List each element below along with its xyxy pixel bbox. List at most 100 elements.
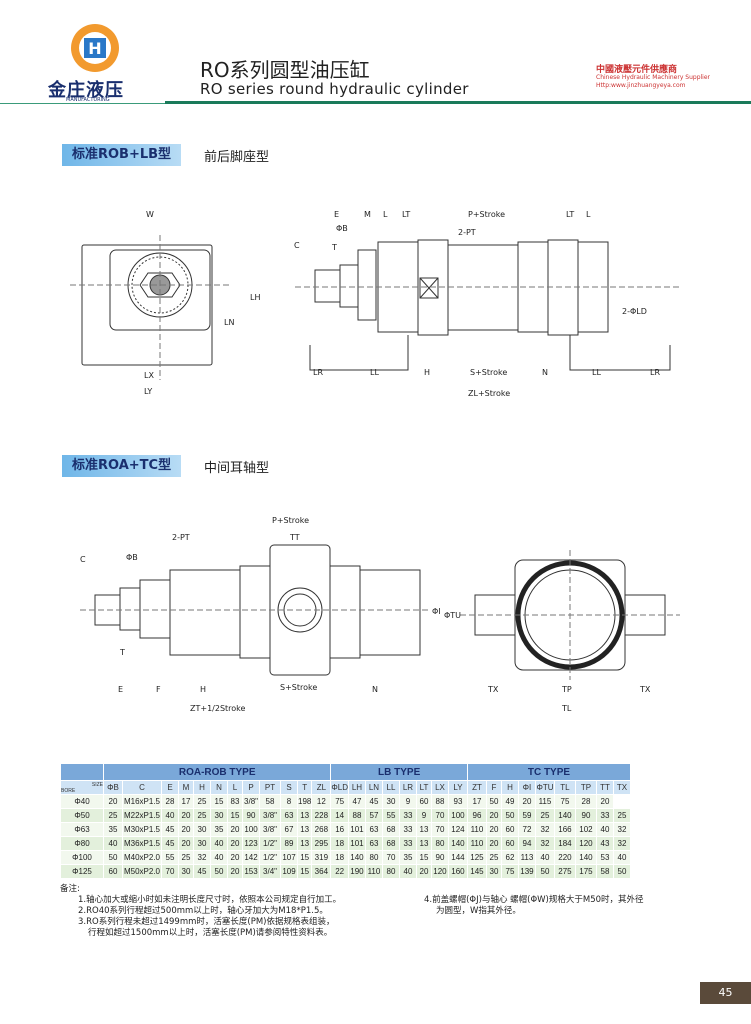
table-cell: 60 <box>500 822 519 837</box>
column-header: H <box>193 780 211 795</box>
table-cell: 113 <box>517 850 536 865</box>
table-cell: 120 <box>574 836 597 851</box>
table-cell: 13 <box>415 836 432 851</box>
table-cell: 16 <box>330 822 349 837</box>
table-cell: 32 <box>534 822 555 837</box>
table-cell: 190 <box>347 864 366 879</box>
table-cell: M22xP1.5 <box>122 808 162 823</box>
dim-label: C <box>294 241 300 250</box>
table-cell: 68 <box>381 836 400 851</box>
dim-label: N <box>542 368 548 377</box>
table-cell: 153 <box>242 864 260 879</box>
column-header: TP <box>574 780 597 795</box>
table-cell: 70 <box>161 864 179 879</box>
table-cell: 17 <box>178 794 194 809</box>
table-cell: 35 <box>210 822 228 837</box>
svg-text:H: H <box>88 39 101 58</box>
dim-label: L <box>586 210 591 219</box>
table-cell: 60 <box>500 836 519 851</box>
corner-size: SIZE <box>91 781 103 788</box>
table-cell: 33 <box>595 808 614 823</box>
table-cell: 60 <box>103 864 123 879</box>
spec-table: ROA-ROB TYPE LB TYPE TC TYPE SIZE BORE Φ… <box>60 763 631 879</box>
dim-label: ΦB <box>336 224 348 233</box>
column-header: C <box>122 780 162 795</box>
column-header: ZL <box>311 780 332 795</box>
column-header: ΦI <box>517 780 536 795</box>
table-cell: 20 <box>178 808 194 823</box>
dim-label: H <box>424 368 430 377</box>
table-cell: 18 <box>330 836 349 851</box>
table-cell: 107 <box>280 850 298 865</box>
table-cell: 40 <box>534 850 555 865</box>
dim-label: E <box>118 685 123 694</box>
table-cell: 20 <box>227 836 243 851</box>
dim-label: LR <box>650 368 660 377</box>
table-cell: M36xP1.5 <box>122 836 162 851</box>
dim-label: TP <box>561 685 572 694</box>
column-header: LX <box>430 780 449 795</box>
column-header: LL <box>381 780 400 795</box>
page-title-en: RO series round hydraulic cylinder <box>200 80 469 98</box>
dim-label: M <box>364 210 371 219</box>
table-cell: 88 <box>430 794 449 809</box>
table-cell: 43 <box>595 836 614 851</box>
table-cell: 15 <box>227 808 243 823</box>
table-cell: 100 <box>447 808 468 823</box>
table-cell: 15 <box>296 850 313 865</box>
dim-label: LX <box>144 371 154 380</box>
table-cell: 123 <box>242 836 260 851</box>
supplier-cn: 中國液壓元件供應商 <box>596 65 678 75</box>
drawing-rob-lb: W LH LN LX LY C T E ΦB M L LT P+Stroke L… <box>70 210 680 398</box>
note-line: 行程如超过1500mm以上时，活塞长度(PM)请参阅特性资料表。 <box>88 928 333 938</box>
table-cell: 93 <box>447 794 468 809</box>
table-cell: 9 <box>415 808 432 823</box>
table-cell: 70 <box>430 808 449 823</box>
table-cell: 25 <box>534 808 555 823</box>
dim-label: LH <box>250 293 260 302</box>
dim-label: LL <box>592 368 601 377</box>
table-cell: 32 <box>612 822 631 837</box>
table-cell: 63 <box>364 822 383 837</box>
table-cell: 295 <box>311 836 332 851</box>
dim-label: S+Stroke <box>280 683 317 692</box>
table-cell: 102 <box>574 822 597 837</box>
table-cell: M16xP1.5 <box>122 794 162 809</box>
table-cell: 20 <box>595 794 614 809</box>
table-cell: 140 <box>447 836 468 851</box>
section2-subtitle: 中间耳轴型 <box>204 461 270 476</box>
dim-label: F <box>156 685 161 694</box>
table-cell: 3/4" <box>259 864 281 879</box>
table-cell: 90 <box>242 808 260 823</box>
table-cell: 30 <box>210 808 228 823</box>
column-header: TT <box>595 780 614 795</box>
table-cell: 14 <box>330 808 349 823</box>
table-cell: 94 <box>517 836 536 851</box>
column-header: LT <box>415 780 432 795</box>
table-cell: 198 <box>296 794 313 809</box>
dim-label: LR <box>313 368 323 377</box>
dim-label: N <box>372 685 378 694</box>
table-cell: 15 <box>415 850 432 865</box>
table-cell: 50 <box>210 864 228 879</box>
table-cell: 20 <box>178 822 194 837</box>
table-cell: 40 <box>398 864 417 879</box>
dim-label: LN <box>224 318 234 327</box>
dim-label: 2-PT <box>172 533 190 542</box>
table-cell: 63 <box>280 808 298 823</box>
bore-cell: Φ40 <box>60 794 104 809</box>
table-cell: 25 <box>193 808 211 823</box>
band-corner <box>60 763 104 781</box>
table-cell: 145 <box>466 864 487 879</box>
column-header: E <box>161 780 179 795</box>
table-cell: 50 <box>612 864 631 879</box>
table-cell: 160 <box>447 864 468 879</box>
table-cell: 57 <box>364 808 383 823</box>
table-cell: 20 <box>227 864 243 879</box>
dim-label: ΦB <box>126 553 138 562</box>
page-title-cn: RO系列圆型油压缸 <box>200 58 370 82</box>
table-cell: 109 <box>280 864 298 879</box>
